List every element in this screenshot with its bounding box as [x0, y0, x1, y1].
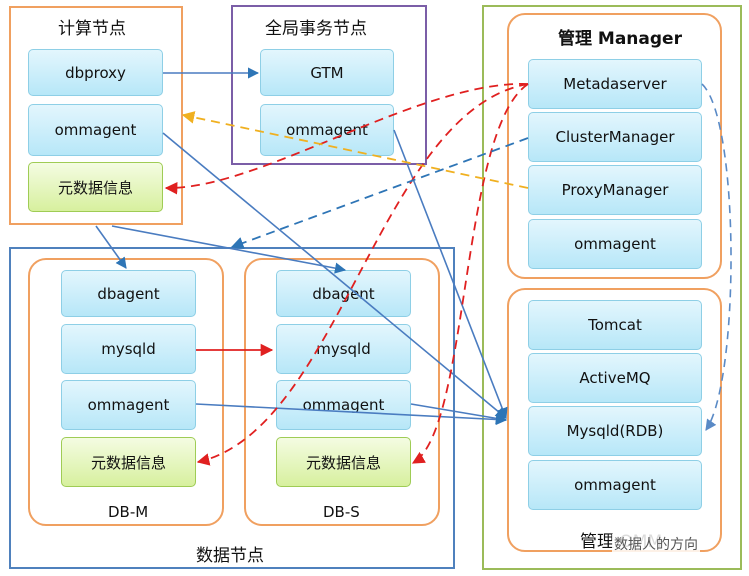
arrow-dbs-ommagent-to-omm [410, 403, 508, 424]
compute-metadata-box[interactable]: 元数据信息 [28, 162, 163, 212]
arrow-metadataserver-to-rdb [701, 83, 732, 431]
compute-node-title: 计算节点 [58, 19, 126, 39]
gtm-node-frame [231, 5, 427, 165]
dbs-dbagent-box[interactable]: dbagent [276, 270, 411, 317]
dbm-ommagent-box[interactable]: ommagent [61, 380, 196, 430]
manager-title: 管理 Manager [558, 29, 682, 49]
omm-ommagent-box[interactable]: ommagent [528, 460, 702, 510]
arrow-meta-to-dbs [411, 83, 529, 464]
arrow-meta-to-compute [164, 83, 529, 195]
dbs-metadata-box[interactable]: 元数据信息 [276, 437, 411, 487]
gtm-ommagent-box[interactable]: ommagent [260, 104, 394, 156]
arrow-clustermanager-to-datanode [230, 137, 529, 249]
arrow-compute-to-dbs [111, 225, 347, 274]
dbm-dbagent-box[interactable]: dbagent [61, 270, 196, 317]
arrow-compute-to-dbm [95, 225, 127, 269]
data-node-title: 数据节点 [196, 546, 264, 566]
gtm-node-title: 全局事务节点 [265, 19, 367, 39]
clustermanager-box[interactable]: ClusterManager [528, 112, 702, 162]
arrow-proxymanager-to-compute [181, 111, 529, 189]
compute-ommagent-box[interactable]: ommagent [28, 104, 163, 156]
manager-ommagent-box[interactable]: ommagent [528, 219, 702, 269]
gtm-box[interactable]: GTM [260, 49, 394, 96]
db-s-group [244, 258, 440, 526]
proxymanager-box[interactable]: ProxyManager [528, 165, 702, 215]
db-m-label: DB-M [108, 503, 149, 521]
activemq-box[interactable]: ActiveMQ [528, 353, 702, 403]
dbproxy-box[interactable]: dbproxy [28, 49, 163, 96]
dbs-ommagent-box[interactable]: ommagent [276, 380, 411, 430]
db-s-label: DB-S [323, 503, 360, 521]
dbm-mysqld-box[interactable]: mysqld [61, 324, 196, 374]
watermark-text: 数据人的方向 [612, 534, 700, 554]
mysqlrdb-box[interactable]: Mysqld(RDB) [528, 406, 702, 456]
tomcat-box[interactable]: Tomcat [528, 300, 702, 350]
metadataserver-box[interactable]: Metadaserver [528, 59, 702, 109]
arrow-meta-to-dbm [196, 83, 529, 466]
dbm-metadata-box[interactable]: 元数据信息 [61, 437, 196, 487]
manager-frame [482, 5, 742, 570]
dbs-mysqld-box[interactable]: mysqld [276, 324, 411, 374]
arrow-compute-ommagent-to-omm [162, 132, 507, 419]
arrow-dbm-ommagent-to-omm [195, 403, 508, 426]
